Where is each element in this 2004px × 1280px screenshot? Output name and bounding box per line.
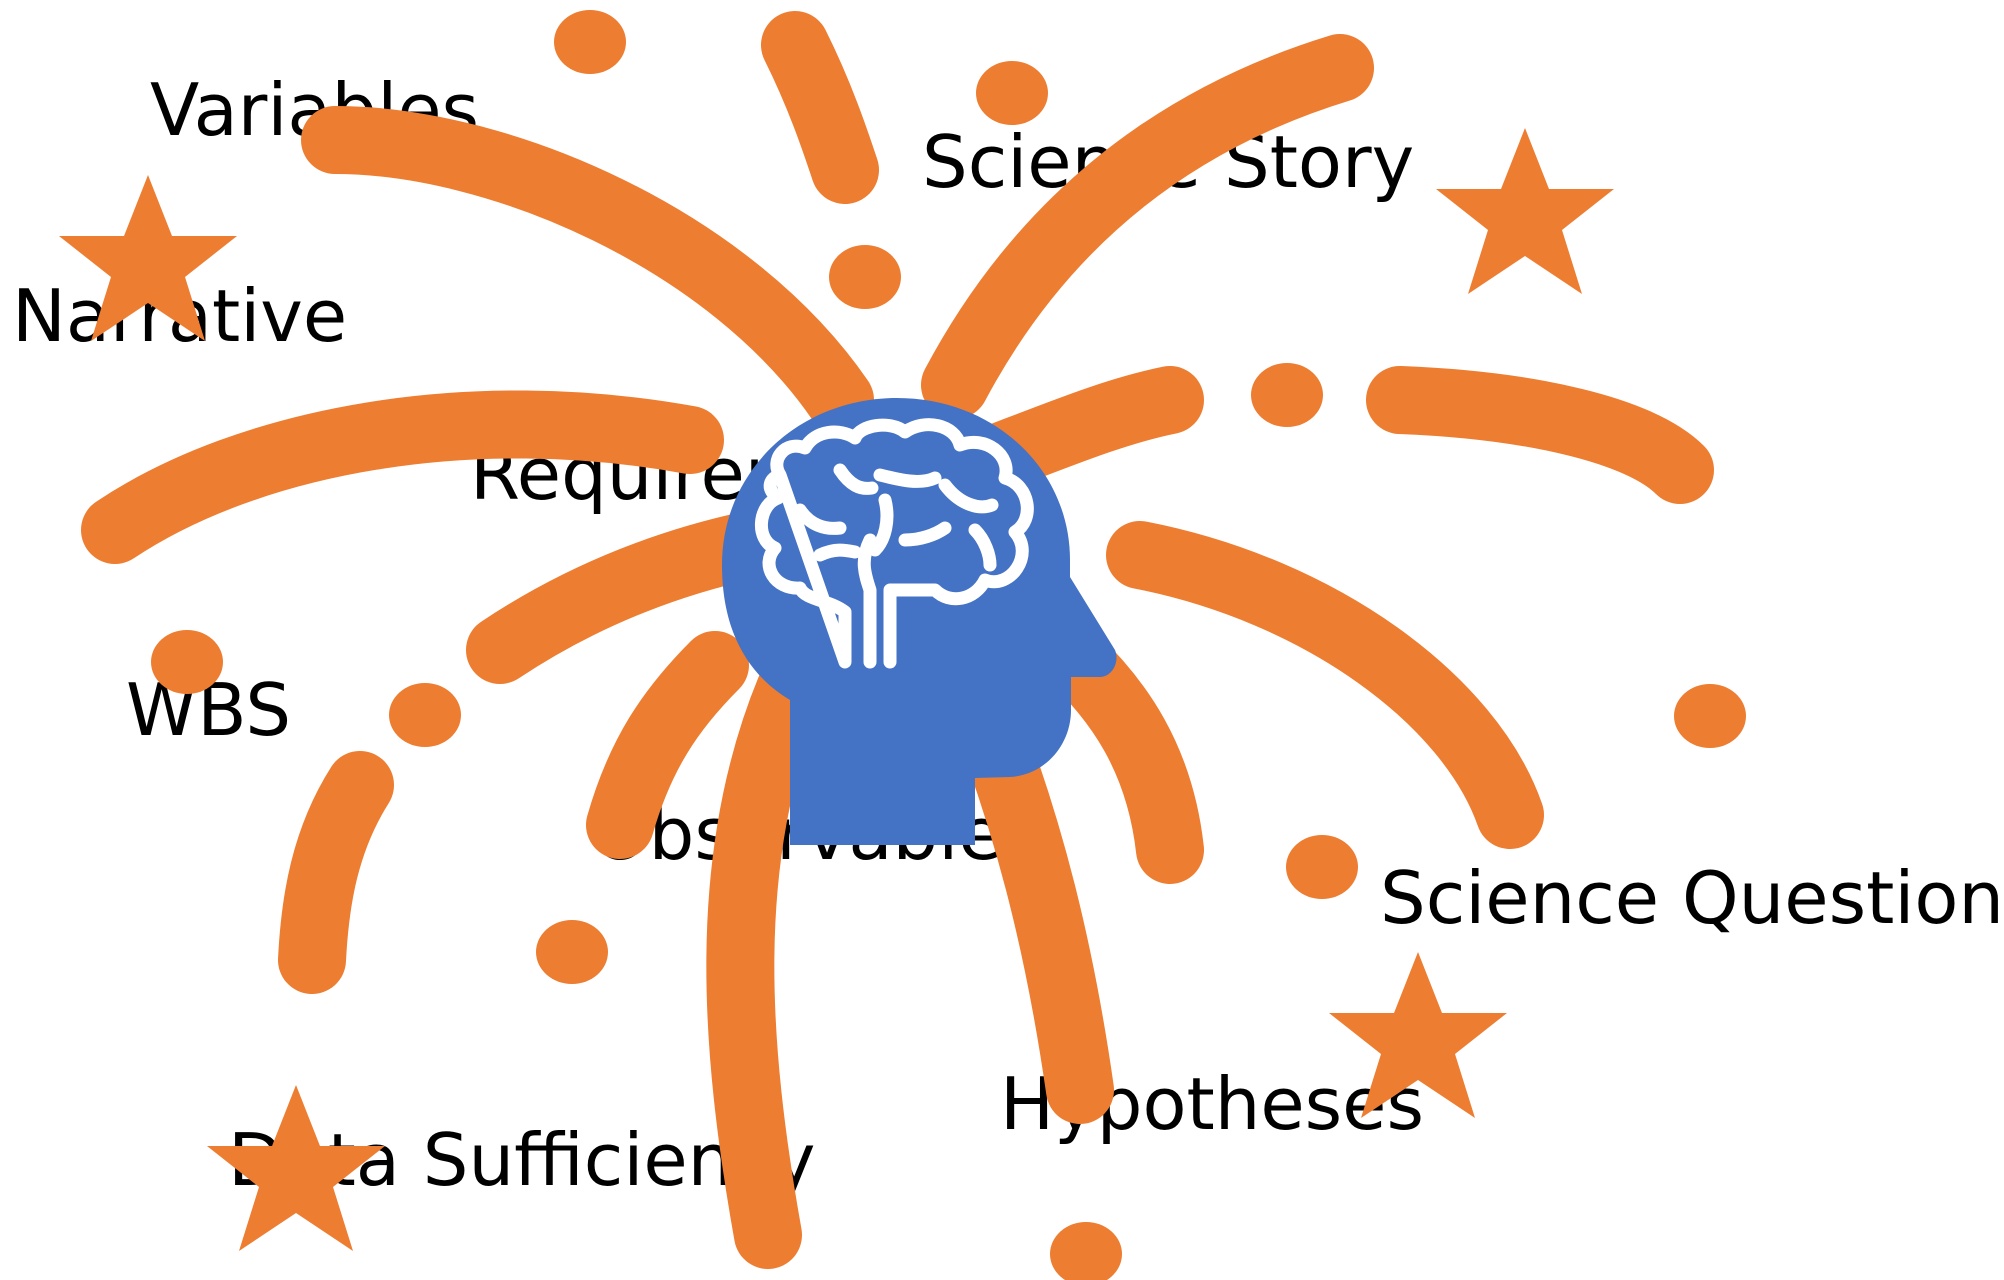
streak-far-right xyxy=(1366,366,1714,504)
brain-fold-2 xyxy=(793,503,847,535)
brain-icon xyxy=(754,418,1034,669)
streak-upper-right xyxy=(921,34,1374,419)
brain-fold-4 xyxy=(868,493,894,557)
star-icon xyxy=(207,1085,385,1251)
star-icon xyxy=(59,175,237,341)
streak-inner-left xyxy=(586,631,749,859)
streak-right-lower xyxy=(1106,521,1544,849)
stars xyxy=(59,128,1614,1251)
streak-down-left xyxy=(706,656,824,1269)
dot-icon xyxy=(1251,363,1323,427)
head-silhouette xyxy=(722,398,1117,845)
streak-left-mid xyxy=(466,511,784,684)
dot-icon xyxy=(389,683,461,747)
brain-fold-5 xyxy=(873,468,942,488)
dot-icon xyxy=(1050,1222,1122,1280)
dot-icon xyxy=(1286,835,1358,899)
streak-left-long xyxy=(81,390,724,564)
streak-upper-left xyxy=(301,106,874,434)
streak-far-left-lower xyxy=(278,751,394,994)
dots xyxy=(151,10,1746,1280)
dot-icon xyxy=(829,245,901,309)
brain-fold-9 xyxy=(833,463,879,495)
brain-fold-6 xyxy=(938,478,999,514)
dot-icon xyxy=(1674,684,1746,748)
brain-fold-1 xyxy=(857,533,877,669)
streak-top-center xyxy=(761,11,879,204)
star-icon xyxy=(1329,952,1507,1118)
streak-right-mid xyxy=(971,366,1204,489)
brain-fold-3 xyxy=(813,543,862,562)
brain-fold-7 xyxy=(898,521,952,547)
brain-outline xyxy=(754,418,1034,669)
dot-icon xyxy=(976,61,1048,125)
brain-fold-8 xyxy=(968,523,997,572)
label-science-question: Science Question xyxy=(1380,856,2004,940)
dot-icon xyxy=(554,10,626,74)
dot-icon xyxy=(536,920,608,984)
firework-streaks xyxy=(81,11,1714,1269)
star-icon xyxy=(1436,128,1614,294)
dot-icon xyxy=(151,630,223,694)
